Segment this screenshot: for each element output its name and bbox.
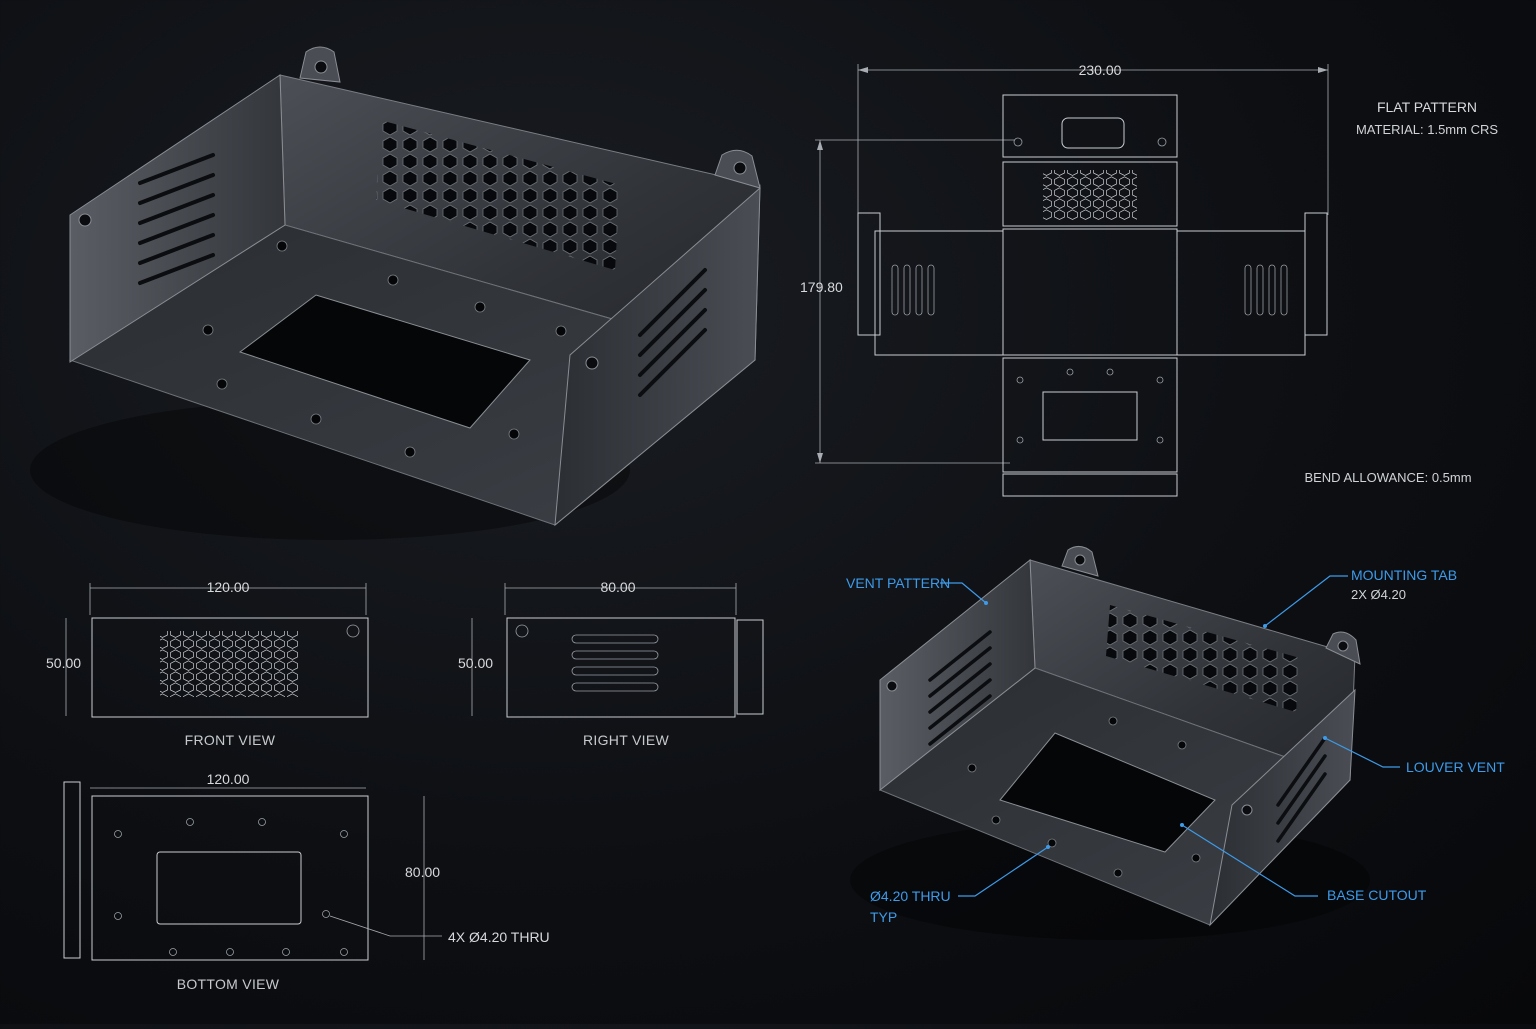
bottom-view-caption: BOTTOM VIEW xyxy=(177,976,280,992)
flat-pattern-width-dim: 230.00 xyxy=(1079,62,1122,78)
right-view-height-dim: 50.00 xyxy=(458,655,493,671)
front-view-height-dim: 50.00 xyxy=(46,655,81,671)
callout-louver-vent: LOUVER VENT xyxy=(1406,759,1505,775)
callout-mounting-tab: MOUNTING TAB xyxy=(1351,567,1457,583)
flat-pattern-drawing xyxy=(815,64,1329,497)
callout-vent-pattern: VENT PATTERN xyxy=(846,575,950,591)
front-view-caption: FRONT VIEW xyxy=(185,732,276,748)
bottom-view-width-dim: 120.00 xyxy=(207,771,250,787)
right-view-width-dim: 80.00 xyxy=(600,579,635,595)
bottom-view-drawing xyxy=(63,781,442,961)
flat-pattern-height-dim: 179.80 xyxy=(800,279,843,295)
front-view-width-dim: 120.00 xyxy=(207,579,250,595)
callout-hole-thru-typ: TYP xyxy=(870,909,897,925)
iso-render-large xyxy=(30,46,761,540)
callout-base-cutout: BASE CUTOUT xyxy=(1327,887,1427,903)
right-view-caption: RIGHT VIEW xyxy=(583,732,669,748)
front-view-drawing xyxy=(65,583,369,718)
bend-allowance-note: BEND ALLOWANCE: 0.5mm xyxy=(1304,470,1471,485)
bottom-view-hole-note: 4X Ø4.20 THRU xyxy=(448,929,550,945)
bottom-view-height-dim: 80.00 xyxy=(405,864,440,880)
callout-mounting-tab-spec: 2X Ø4.20 xyxy=(1351,587,1406,602)
right-view-drawing xyxy=(471,583,764,718)
flat-pattern-material: MATERIAL: 1.5mm CRS xyxy=(1356,122,1498,137)
flat-pattern-title: FLAT PATTERN xyxy=(1377,99,1477,115)
callout-hole-thru: Ø4.20 THRU xyxy=(870,888,951,904)
iso-render-callouts xyxy=(850,546,1400,940)
